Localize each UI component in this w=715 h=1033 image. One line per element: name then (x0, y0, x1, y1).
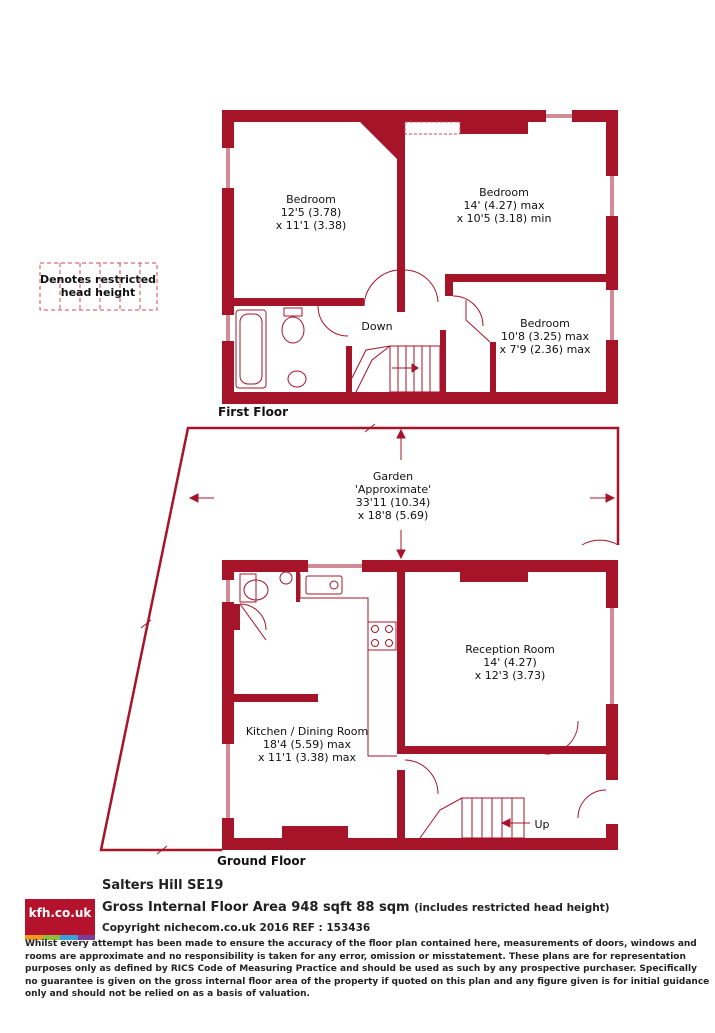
gia-note: (includes restricted head height) (414, 902, 610, 914)
logo-bar-orange (25, 935, 43, 940)
reception-dim1: 14' (4.27) (483, 656, 537, 669)
logo-bar-green (43, 935, 60, 940)
bedroom1-dim2: x 11'1 (3.38) (276, 219, 347, 232)
first-floor-fixtures (235, 269, 491, 393)
stairs-up-label: Up (534, 818, 549, 831)
bedroom3-dim1: 10'8 (3.25) max (501, 330, 590, 343)
bedroom2-dim1: 14' (4.27) max (463, 199, 545, 212)
ground-floor-windows (222, 560, 618, 824)
bedroom3-name: Bedroom (520, 317, 570, 330)
bedroom1-name: Bedroom (286, 193, 336, 206)
bedroom2-name: Bedroom (479, 186, 529, 199)
bedroom2-dim2: x 10'5 (3.18) min (457, 212, 552, 225)
gross-internal-area: Gross Internal Floor Area 948 sqft 88 sq… (102, 900, 610, 915)
kitchen-name: Kitchen / Dining Room (246, 725, 368, 738)
kitchen-dim2: x 11'1 (3.38) max (258, 751, 357, 764)
garden-dim1: 33'11 (10.34) (356, 496, 431, 509)
property-address: Salters Hill SE19 (102, 878, 224, 893)
legend-text-line2: head height (61, 286, 135, 299)
kfh-logo: kfh.co.uk (25, 899, 95, 940)
disclaimer: Whilst every attempt has been made to en… (25, 939, 710, 999)
garden-arrows (188, 428, 616, 560)
first-floor-label: First Floor (218, 405, 288, 419)
first-floor-windows (222, 110, 618, 341)
stairs-down-label: Down (361, 320, 392, 333)
reception-name: Reception Room (465, 643, 555, 656)
gia-text: Gross Internal Floor Area 948 sqft 88 sq… (102, 900, 410, 915)
garden-name: Garden (373, 470, 413, 483)
legend-text-line1: Denotes restricted (40, 273, 156, 286)
ground-floor-label: Ground Floor (217, 854, 306, 868)
reception-dim2: x 12'3 (3.73) (475, 669, 546, 682)
logo-bar-purple (78, 935, 95, 940)
garden-boundary (99, 423, 620, 855)
garden-note: 'Approximate' (355, 483, 431, 496)
copyright: Copyright nichecom.co.uk 2016 REF : 1534… (102, 922, 371, 934)
first-floor-plan (222, 110, 618, 404)
garden-dim2: x 18'8 (5.69) (358, 509, 429, 522)
bedroom3-dim2: x 7'9 (2.36) max (499, 343, 591, 356)
restricted-height-legend: Denotes restricted head height (39, 262, 158, 311)
bedroom1-dim1: 12'5 (3.78) (281, 206, 342, 219)
ground-floor-plan (222, 560, 618, 850)
logo-bar-blue (60, 935, 78, 940)
logo-text: kfh.co.uk (28, 906, 92, 920)
ground-floor-fixtures (239, 571, 607, 839)
kitchen-dim1: 18'4 (5.59) max (263, 738, 352, 751)
